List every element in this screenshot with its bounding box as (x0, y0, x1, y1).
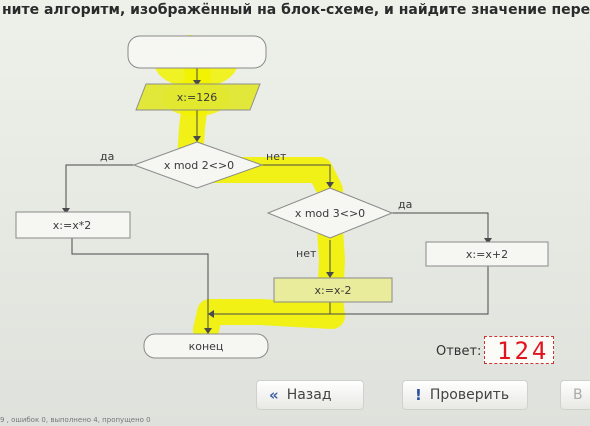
op-double-label: x:=x*2 (53, 219, 91, 232)
status-bar: 9 , ошибок 0, выполнено 4, пропущено 0 (0, 416, 151, 424)
cond2-label: x mod 3<>0 (295, 207, 365, 220)
op-minus2-label: x:=x-2 (315, 284, 352, 297)
next-button-label: В (573, 387, 583, 403)
check-button-label: Проверить (429, 387, 510, 403)
cond2-no-label: нет (296, 247, 317, 260)
end-block (143, 333, 269, 359)
edge-cond2-yes (392, 212, 489, 242)
back-button-label: Назад (286, 387, 332, 403)
edge-double-end (71, 238, 209, 332)
question-text: ните алгоритм, изображённый на блок-схем… (2, 2, 590, 18)
op-plus2-block (425, 241, 549, 267)
arrow-end (204, 328, 212, 334)
answer-input[interactable]: 124 (484, 336, 554, 365)
cond1-label: x mod 2<>0 (164, 159, 234, 172)
cond2-block (266, 187, 394, 239)
op-double-block (15, 211, 131, 239)
arrow-plus2 (484, 238, 492, 244)
arrow-cond2 (326, 182, 334, 188)
input-label: x:=126 (177, 91, 217, 104)
op-plus2-label: x:=x+2 (466, 248, 508, 261)
arrow-double (62, 208, 70, 214)
check-button[interactable]: ! Проверить (402, 380, 528, 410)
start-block (127, 35, 267, 69)
cond1-no-label: нет (266, 150, 287, 163)
next-button[interactable]: В (560, 380, 590, 410)
arrow-merge (208, 310, 214, 318)
arrow-cond1 (193, 136, 201, 142)
edge-cond1-no (262, 164, 331, 186)
back-button[interactable]: « Назад (256, 380, 364, 410)
edge-cond1-yes (65, 164, 134, 212)
edge-plus2-end (208, 266, 489, 315)
op-minus2-block (273, 277, 393, 303)
answer-label: Ответ: (436, 344, 482, 359)
cond1-yes-label: да (100, 150, 114, 163)
double-chevron-left-icon: « (269, 386, 279, 404)
cond1-block (132, 141, 264, 189)
cond2-yes-label: да (398, 198, 412, 211)
end-label: конец (189, 340, 224, 353)
arrow-input (193, 80, 201, 86)
arrow-minus2 (326, 272, 334, 278)
exclamation-icon: ! (415, 386, 422, 404)
input-block (135, 83, 261, 111)
start-label: начало (175, 45, 220, 59)
